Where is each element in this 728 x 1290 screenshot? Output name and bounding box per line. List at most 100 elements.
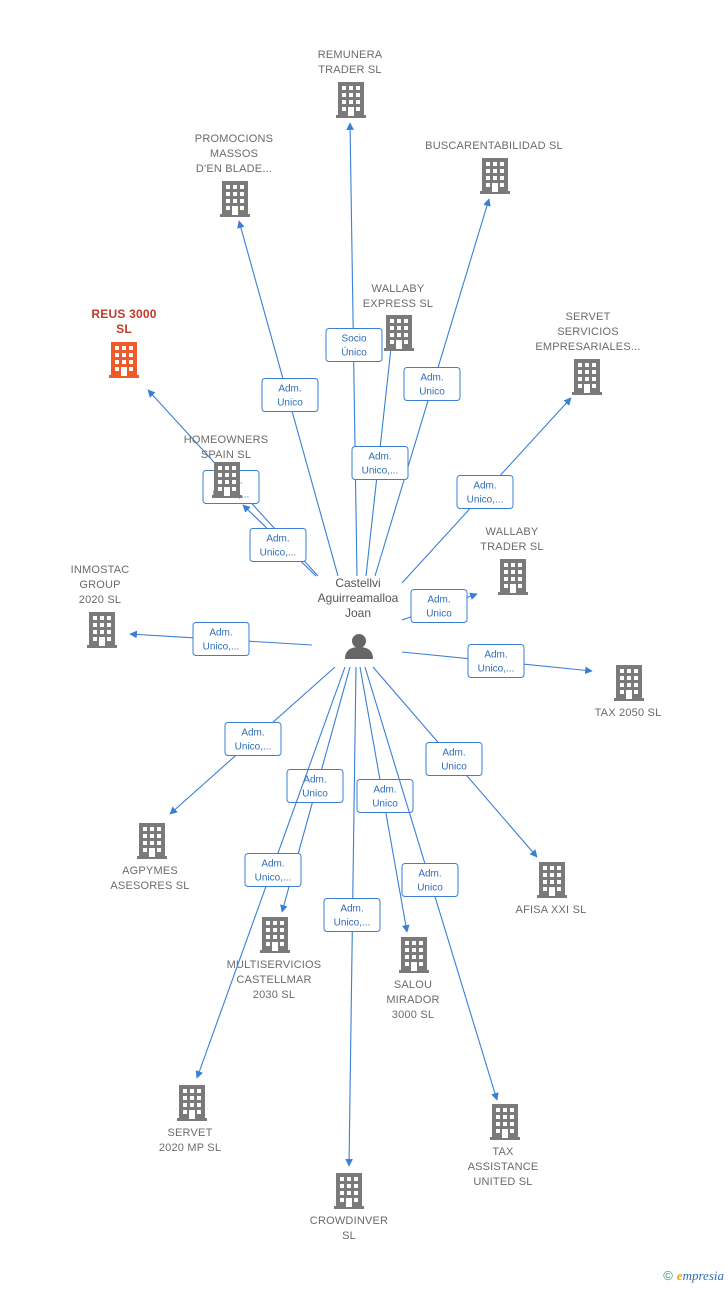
company-label-line-3: 2030 SL bbox=[253, 989, 295, 1001]
company-label-line-2: SL bbox=[116, 322, 132, 336]
company-label-line-1: CROWDINVER bbox=[310, 1215, 388, 1227]
edge-label-line-1: Adm. bbox=[373, 785, 396, 796]
building-icon bbox=[212, 462, 242, 498]
building-icon bbox=[334, 1173, 364, 1209]
edge-label-line-2: Único bbox=[341, 346, 367, 359]
edge-label-box[interactable]: Adm.Unico bbox=[401, 863, 459, 897]
edge-label-frame bbox=[224, 722, 282, 756]
edge-label-line-1: Adm. bbox=[261, 859, 284, 870]
company-label-line-3: EMPRESARIALES... bbox=[535, 341, 640, 353]
building-icon bbox=[260, 917, 290, 953]
edge-label-box[interactable]: Adm.Unico,... bbox=[323, 898, 381, 932]
company-node-servet-servicios[interactable]: SERVET SERVICIOS EMPRESARIALES... bbox=[535, 311, 640, 395]
company-node-crowdinver[interactable]: CROWDINVER SL bbox=[310, 1173, 388, 1242]
person-icon bbox=[345, 634, 373, 659]
company-node-tax2050[interactable]: TAX 2050 SL bbox=[595, 665, 662, 719]
building-icon bbox=[572, 359, 602, 395]
edge-label-line-1: Adm. bbox=[473, 481, 496, 492]
building-icon bbox=[537, 862, 567, 898]
edge-label-line-2: Unico,... bbox=[260, 548, 297, 559]
edge-label-box[interactable]: Adm.Unico bbox=[403, 367, 461, 401]
company-node-buscarentabilidad[interactable]: BUSCARENTABILIDAD SL bbox=[425, 140, 563, 194]
company-label-line-1: REUS 3000 bbox=[91, 307, 156, 321]
company-node-afisa[interactable]: AFISA XXI SL bbox=[516, 862, 587, 916]
center-person[interactable]: Castellvi Aguirreamalloa Joan bbox=[318, 576, 399, 659]
brand-footer: ©empresia bbox=[663, 1268, 724, 1284]
edge-label-line-2: Unico,... bbox=[467, 495, 504, 506]
edge-label-line-2: Unico bbox=[419, 387, 445, 398]
edge-label-box[interactable]: Adm.Unico,... bbox=[224, 722, 282, 756]
edge-label-box[interactable]: Adm.Unico,... bbox=[351, 446, 409, 480]
edge-afisa: Adm.Unico bbox=[372, 666, 538, 858]
copyright-icon: © bbox=[663, 1268, 673, 1283]
edge-label-line-2: Unico bbox=[426, 609, 452, 620]
building-icon bbox=[177, 1085, 207, 1121]
edge-servet-servicios: Adm. Unico,... bbox=[401, 397, 572, 584]
edge-label-frame bbox=[244, 853, 302, 887]
edge-label-box[interactable]: Adm.Unico bbox=[286, 769, 344, 803]
edge-label-box[interactable]: Adm.Unico bbox=[356, 779, 414, 813]
person-name-line-1: Castellvi bbox=[335, 576, 380, 590]
edge-label-line-1: Adm. bbox=[442, 748, 465, 759]
edge-label-box[interactable]: Adm.Unico,... bbox=[467, 644, 525, 678]
company-label-line-2: TRADER SL bbox=[318, 64, 382, 76]
company-label-line-2: 2020 MP SL bbox=[159, 1142, 221, 1154]
company-label-line-2: EXPRESS SL bbox=[363, 298, 433, 310]
edge-label-frame bbox=[410, 589, 468, 623]
company-node-servet2020[interactable]: SERVET 2020 MP SL bbox=[159, 1085, 221, 1154]
person-name-line-2: Aguirreamalloa bbox=[318, 591, 399, 605]
company-label-line-2: SL bbox=[342, 1230, 356, 1242]
edge-salou: Adm.Unico bbox=[356, 666, 414, 933]
edge-label-line-2: Unico,... bbox=[478, 664, 515, 675]
company-label-line-2: SERVICIOS bbox=[557, 326, 619, 338]
building-icon bbox=[137, 823, 167, 859]
company-label-line-1: SERVET bbox=[565, 311, 610, 323]
edge-label-line-1: Adm. bbox=[303, 775, 326, 786]
company-label-line-1: SERVET bbox=[167, 1127, 212, 1139]
company-label-line-2: MASSOS bbox=[210, 148, 258, 160]
edge-wallaby-trader: Adm.Unico bbox=[401, 589, 478, 623]
company-label-line-3: D'EN BLADE... bbox=[196, 163, 272, 175]
edge-label-frame bbox=[192, 622, 250, 656]
edge-label-frame bbox=[425, 742, 483, 776]
edge-label-frame bbox=[403, 367, 461, 401]
company-label-line-2: SPAIN SL bbox=[201, 449, 251, 461]
edge-label-box[interactable]: Adm.Unico,... bbox=[249, 528, 307, 562]
edge-label-line-1: Adm. bbox=[340, 904, 363, 915]
edge-label-box[interactable]: Adm. Unico,... bbox=[456, 475, 514, 509]
edge-label-frame bbox=[323, 898, 381, 932]
edge-label-box[interactable]: Adm.Unico bbox=[261, 378, 319, 412]
edge-label-box[interactable]: Adm.Unico,... bbox=[244, 853, 302, 887]
edge-homeowners: Adm.Unico,... bbox=[242, 504, 317, 577]
edge-label-line-1: Adm. bbox=[278, 384, 301, 395]
edge-label-box[interactable]: Adm.Unico bbox=[425, 742, 483, 776]
company-label-line-3: 3000 SL bbox=[392, 1009, 434, 1021]
company-label-line-2: CASTELLMAR bbox=[236, 974, 311, 986]
edge-label-frame bbox=[325, 328, 383, 362]
edge-label-box[interactable]: Adm.Unico bbox=[410, 589, 468, 623]
company-label-line-2: ASSISTANCE bbox=[468, 1161, 539, 1173]
person-name-line-3: Joan bbox=[345, 606, 371, 620]
edge-label-line-2: Unico,... bbox=[362, 466, 399, 477]
company-label-line-1: AGPYMES bbox=[122, 865, 178, 877]
building-icon bbox=[498, 559, 528, 595]
edge-label-line-1: Adm. bbox=[241, 728, 264, 739]
company-label-line-3: UNITED SL bbox=[473, 1176, 532, 1188]
building-icon bbox=[336, 82, 366, 118]
edge-label-box[interactable]: Adm.Unico,... bbox=[192, 622, 250, 656]
edge-agpymes: Adm.Unico,... bbox=[169, 666, 336, 815]
